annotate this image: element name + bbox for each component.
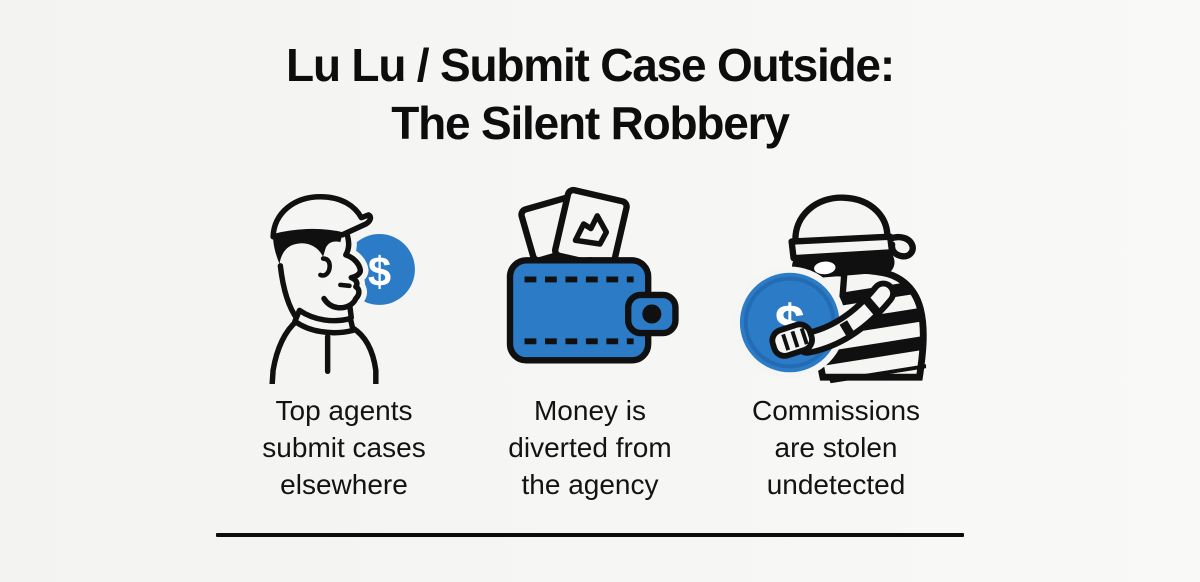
step-robber: $ [713, 184, 959, 503]
infographic: Lu Lu / Submit Case Outside: The Silent … [216, 36, 964, 537]
steps-row: $ [221, 184, 959, 503]
agent-figure [269, 194, 379, 384]
step-wallet: Money is diverted from the agency [467, 184, 713, 503]
title-line-2: The Silent Robbery [391, 97, 790, 149]
eye-mask [791, 254, 895, 280]
step-agents: $ [221, 184, 467, 503]
footer-rule [216, 533, 964, 537]
step-caption: Top agents submit cases elsewhere [262, 395, 426, 500]
thief-hand [768, 321, 815, 359]
thief-stealing-coin-icon: $ [733, 194, 930, 384]
step-caption: Money is diverted from the agency [508, 395, 672, 500]
thief-arm [768, 280, 896, 359]
clasp-button [642, 304, 662, 324]
mask-eye [813, 261, 836, 275]
wallet-money-icon [506, 186, 679, 364]
page-title: Lu Lu / Submit Case Outside: The Silent … [286, 36, 895, 152]
money-bills [518, 186, 630, 271]
step-caption: Commissions are stolen undetected [751, 395, 921, 500]
agent-profile-dollar-icon: $ [269, 194, 415, 384]
dollar-sign: $ [368, 248, 391, 295]
title-line-1: Lu Lu / Submit Case Outside: [286, 39, 895, 91]
